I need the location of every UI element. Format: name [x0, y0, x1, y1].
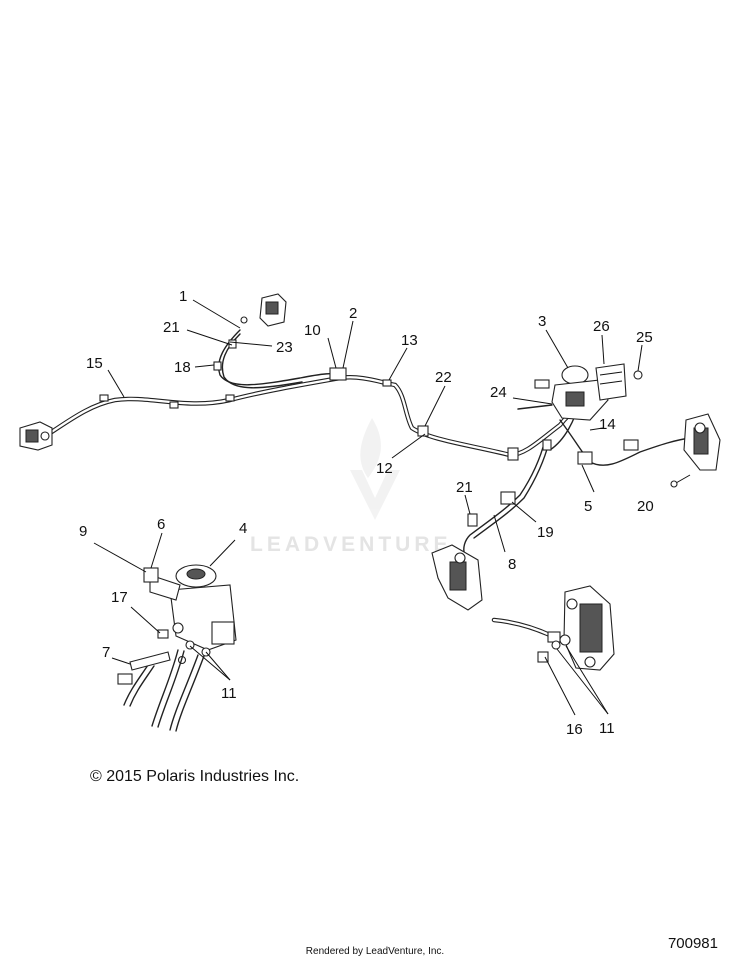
callout-16: 16 — [566, 721, 583, 738]
callout-1: 1 — [179, 288, 187, 305]
callout-9: 9 — [79, 523, 87, 540]
callout-15: 15 — [86, 355, 103, 372]
callout-21-upper: 21 — [163, 319, 180, 336]
callout-24: 24 — [490, 384, 507, 401]
callout-22: 22 — [435, 369, 452, 386]
callout-18: 18 — [174, 359, 191, 376]
detail-front-caliper — [491, 585, 615, 671]
callout-11-left: 11 — [221, 685, 237, 702]
rear-left-caliper — [19, 421, 53, 451]
front-left-caliper — [431, 544, 483, 611]
callout-23: 23 — [276, 339, 293, 356]
callout-labels: 1 21 23 18 10 2 13 15 22 12 3 26 25 24 1… — [79, 288, 654, 738]
watermark-logo — [350, 418, 400, 520]
callout-17: 17 — [111, 589, 128, 606]
drawing-number: 700981 — [667, 935, 718, 952]
callout-25: 25 — [636, 329, 653, 346]
callout-2: 2 — [349, 305, 357, 322]
front-right-caliper — [670, 413, 721, 488]
copyright-text: © 2015 Polaris Industries Inc. — [90, 768, 300, 785]
callout-13: 13 — [401, 332, 418, 349]
callout-5: 5 — [584, 498, 592, 515]
callout-8: 8 — [508, 556, 516, 573]
watermark-text: LEADVENTURE — [250, 533, 452, 556]
callout-12: 12 — [376, 460, 393, 477]
master-cylinder-assembly — [517, 363, 643, 421]
callout-7: 7 — [102, 644, 110, 661]
callout-20: 20 — [637, 498, 654, 515]
rendered-by-text: Rendered by LeadVenture, Inc. — [305, 946, 445, 957]
callout-4: 4 — [239, 520, 247, 537]
callout-3: 3 — [538, 313, 546, 330]
leader-lines — [93, 299, 643, 716]
callout-21-lower: 21 — [456, 479, 473, 496]
detail-master-cylinder — [117, 564, 237, 732]
callout-26: 26 — [593, 318, 610, 335]
callout-6: 6 — [157, 516, 165, 533]
callout-11-right: 11 — [599, 720, 615, 737]
callout-19: 19 — [537, 524, 554, 541]
callout-10: 10 — [304, 322, 321, 339]
top-caliper — [240, 293, 287, 327]
callout-14: 14 — [599, 416, 616, 433]
